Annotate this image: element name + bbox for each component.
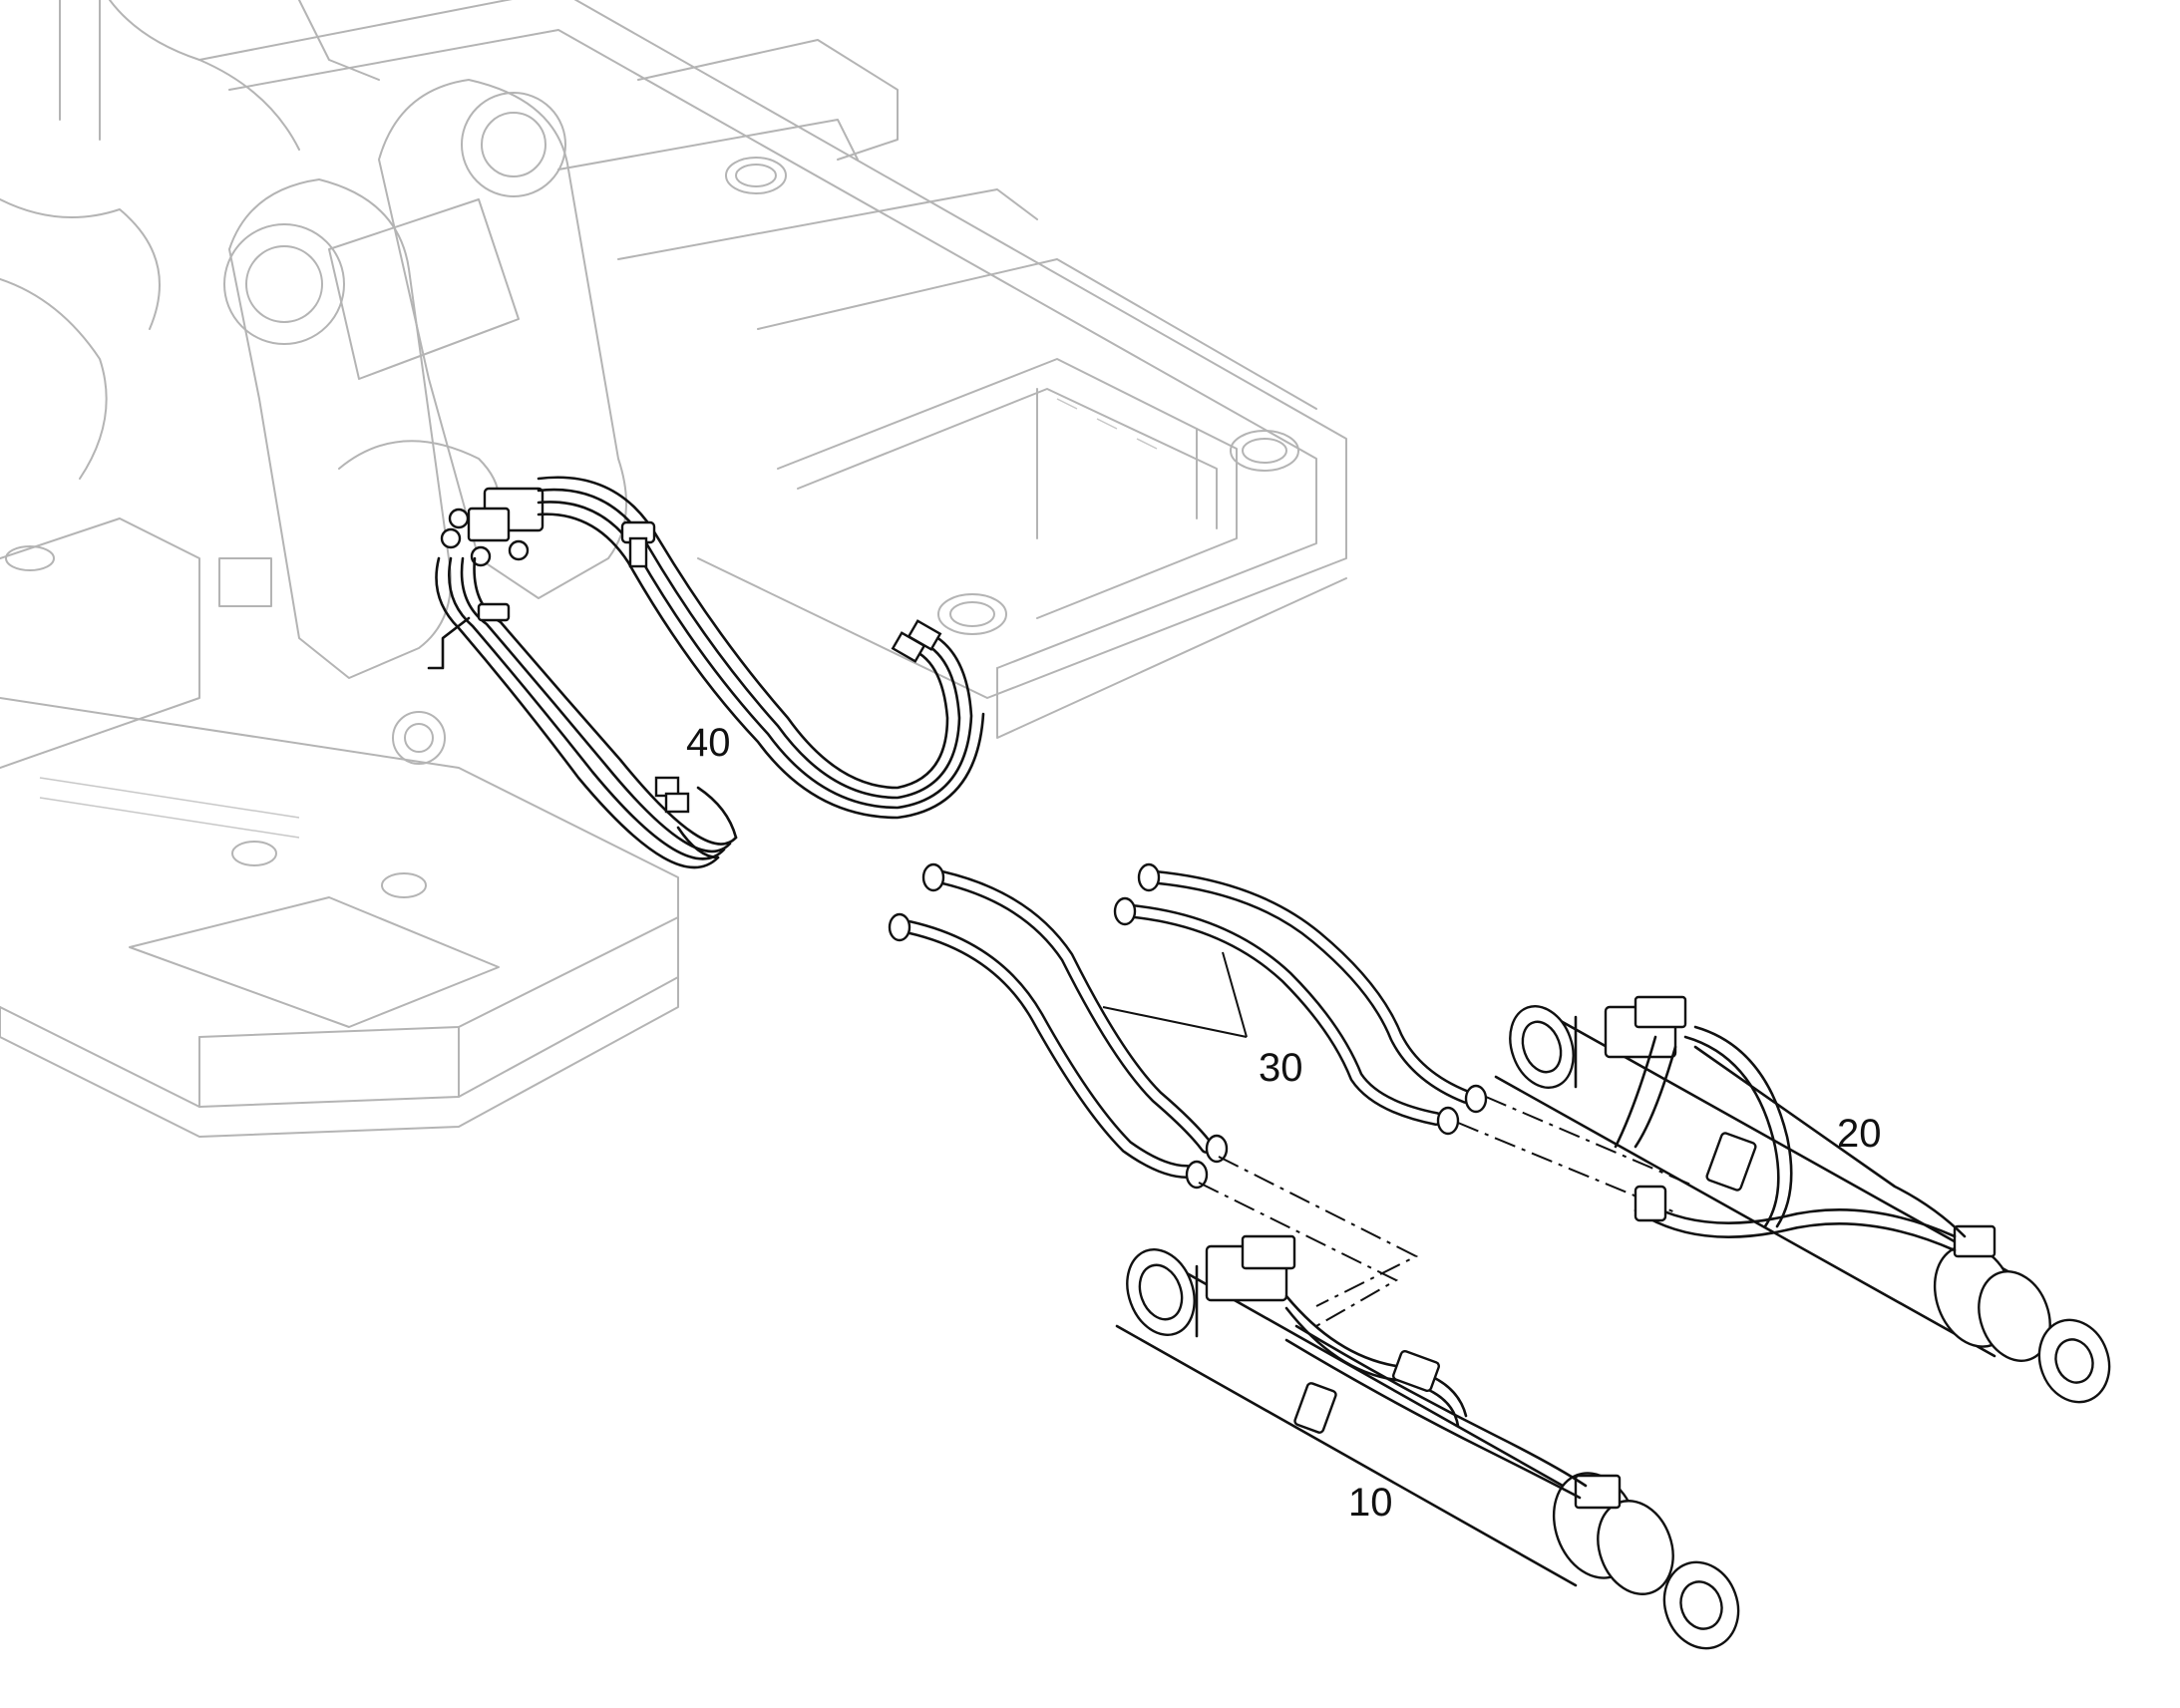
cylinder-10 [1115, 1234, 1740, 1650]
hoses-30 [888, 862, 1488, 1190]
cylinder-20 [1494, 995, 2111, 1404]
machine-frame-ghost [0, 0, 1347, 1138]
callout-labels: 40 30 20 10 [686, 721, 1882, 1525]
assembly-lines [1198, 1096, 1696, 1327]
callout-20: 20 [1837, 1112, 1882, 1156]
callout-30: 30 [1259, 1046, 1303, 1090]
hose-bundle-40 [427, 476, 985, 869]
callout-10: 10 [1348, 1481, 1393, 1525]
callout-40: 40 [686, 721, 731, 765]
